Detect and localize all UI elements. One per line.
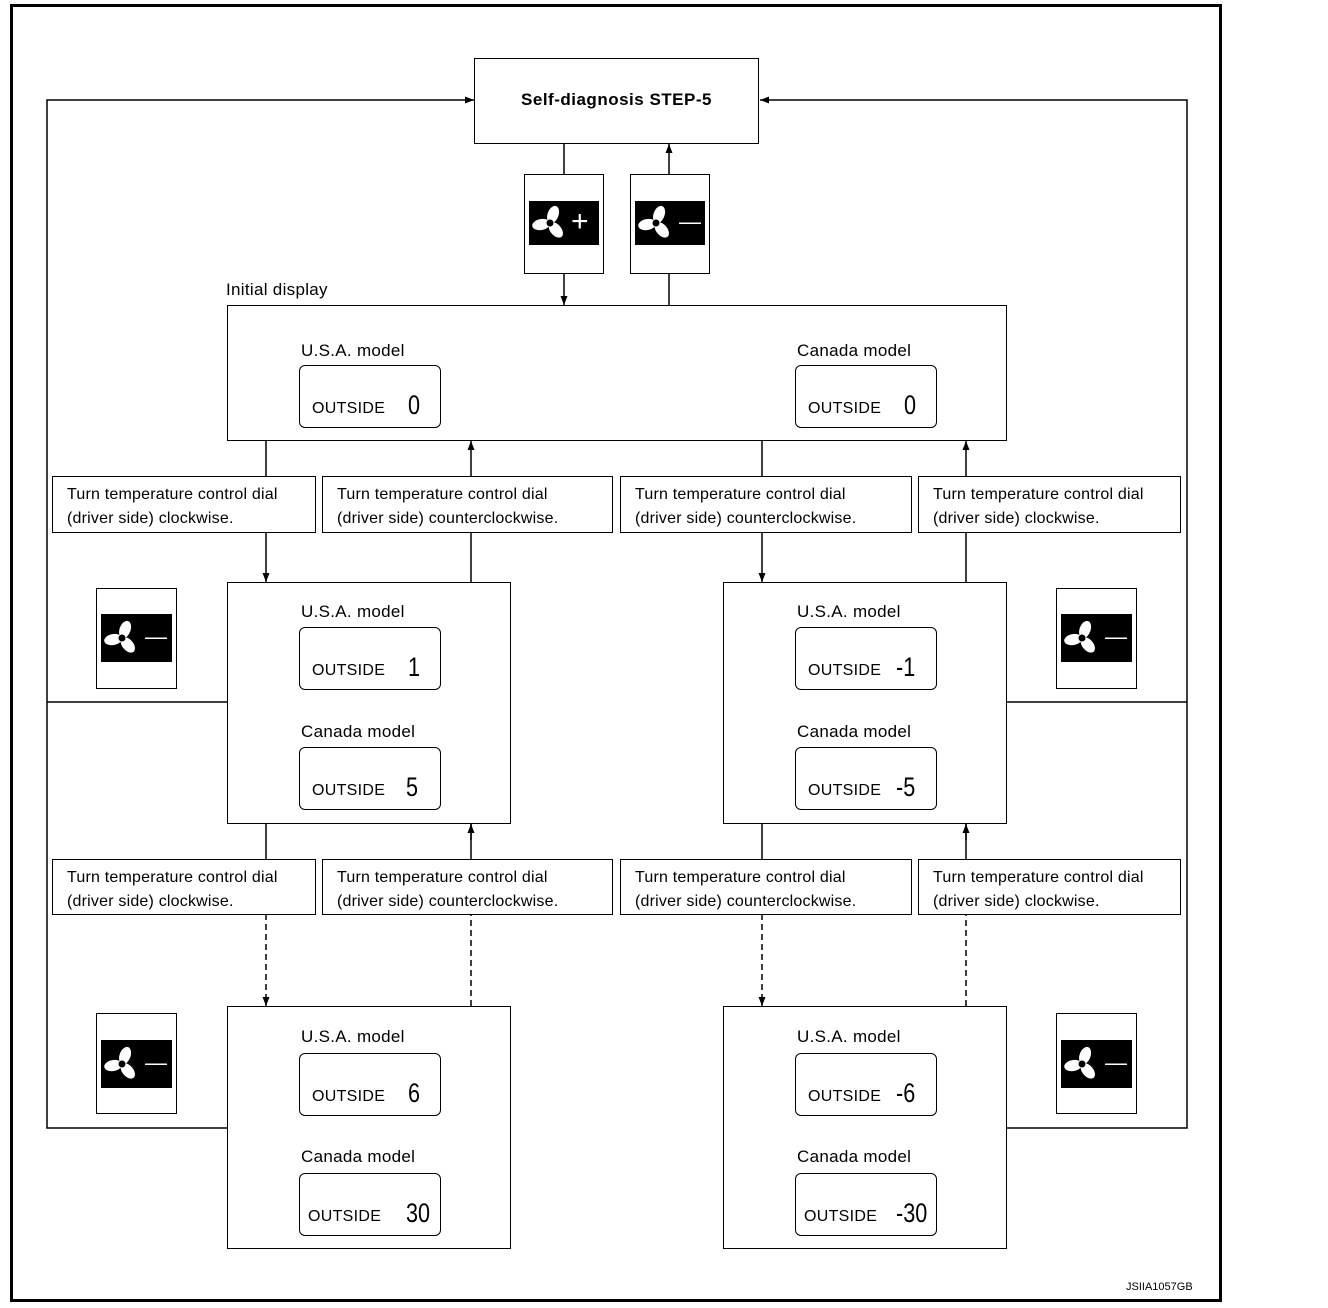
canada-outside-display: OUTSIDE 0: [795, 365, 937, 428]
instruction-cw-left-1: Turn temperature control dial(driver sid…: [52, 476, 316, 533]
figure-code: JSIIA1057GB: [1126, 1281, 1193, 1293]
usa-outside-display: OUTSIDE 0: [299, 365, 441, 428]
right-bottom-box: U.S.A. model OUTSIDE -6 Canada model OUT…: [723, 1006, 1007, 1249]
outside-value: 0: [408, 390, 421, 420]
outside-value: -1: [896, 652, 916, 682]
outside-label: OUTSIDE: [804, 1208, 878, 1225]
fan-minus-switch-right-bottom[interactable]: —: [1056, 1013, 1137, 1114]
fan-minus-switch-top[interactable]: —: [630, 174, 710, 274]
instruction-cw-right-1: Turn temperature control dial(driver sid…: [918, 476, 1181, 533]
fan-icon: [104, 620, 135, 653]
fan-icon: [1064, 1046, 1095, 1079]
instruction-cw-left-2: Turn temperature control dial(driver sid…: [52, 859, 316, 915]
fan-icon: [638, 205, 669, 238]
outside-label: OUTSIDE: [312, 662, 386, 679]
outside-label: OUTSIDE: [308, 1208, 382, 1225]
outside-value: -30: [896, 1198, 928, 1228]
canada-model-label: Canada model: [301, 1147, 416, 1166]
outside-label: OUTSIDE: [808, 1088, 882, 1105]
fan-minus-switch-left-mid[interactable]: —: [96, 588, 177, 689]
outside-value: 30: [406, 1198, 431, 1228]
usa-model-label: U.S.A. model: [797, 1027, 901, 1046]
instruction-ccw-right-1: Turn temperature control dial(driver sid…: [620, 476, 912, 533]
minus-sign: —: [145, 624, 167, 649]
canada-outside-display: OUTSIDE 5: [299, 747, 441, 810]
outside-label: OUTSIDE: [312, 782, 386, 799]
instruction-ccw-left-2: Turn temperature control dial(driver sid…: [322, 859, 613, 915]
outside-label: OUTSIDE: [312, 1088, 386, 1105]
canada-outside-display: OUTSIDE 30: [299, 1173, 441, 1236]
instruction-ccw-left-1: Turn temperature control dial(driver sid…: [322, 476, 613, 533]
fan-icon: [532, 205, 563, 238]
usa-outside-display: OUTSIDE 1: [299, 627, 441, 690]
usa-model-label: U.S.A. model: [301, 602, 405, 621]
outside-value: 5: [406, 772, 419, 802]
left-bottom-box: U.S.A. model OUTSIDE 6 Canada model OUTS…: [227, 1006, 511, 1249]
minus-sign: —: [1105, 624, 1127, 649]
canada-model-label: Canada model: [797, 341, 912, 360]
canada-model-label: Canada model: [301, 722, 416, 741]
figure-frame: [10, 4, 1222, 1302]
fan-minus-switch-right-mid[interactable]: —: [1056, 588, 1137, 689]
canada-outside-display: OUTSIDE -5: [795, 747, 937, 810]
outside-value: 1: [408, 652, 421, 682]
usa-model-label: U.S.A. model: [301, 341, 405, 360]
plus-sign: +: [571, 205, 589, 238]
self-diagnosis-box: Self-diagnosis STEP-5: [474, 58, 759, 144]
usa-model-label: U.S.A. model: [797, 602, 901, 621]
fan-icon: [1064, 620, 1095, 653]
canada-outside-display: OUTSIDE -30: [795, 1173, 937, 1236]
initial-display-label: Initial display: [226, 280, 328, 299]
self-diagnosis-title: Self-diagnosis STEP-5: [521, 90, 712, 109]
fan-plus-switch[interactable]: +: [524, 174, 604, 274]
outside-value: 0: [904, 390, 917, 420]
minus-sign: —: [679, 209, 701, 234]
initial-display-box: U.S.A. model OUTSIDE 0 Canada model OUTS…: [227, 305, 1007, 441]
canada-model-label: Canada model: [797, 1147, 912, 1166]
canada-model-label: Canada model: [797, 722, 912, 741]
fan-minus-switch-left-bottom[interactable]: —: [96, 1013, 177, 1114]
outside-label: OUTSIDE: [808, 662, 882, 679]
minus-sign: —: [1105, 1050, 1127, 1075]
instruction-cw-right-2: Turn temperature control dial(driver sid…: [918, 859, 1181, 915]
outside-value: -5: [896, 772, 916, 802]
outside-value: 6: [408, 1078, 421, 1108]
outside-value: -6: [896, 1078, 916, 1108]
outside-label: OUTSIDE: [808, 400, 882, 417]
usa-outside-display: OUTSIDE 6: [299, 1053, 441, 1116]
right-mid-box: U.S.A. model OUTSIDE -1 Canada model OUT…: [723, 582, 1007, 824]
outside-label: OUTSIDE: [312, 400, 386, 417]
minus-sign: —: [145, 1050, 167, 1075]
usa-model-label: U.S.A. model: [301, 1027, 405, 1046]
usa-outside-display: OUTSIDE -6: [795, 1053, 937, 1116]
instruction-ccw-right-2: Turn temperature control dial(driver sid…: [620, 859, 912, 915]
usa-outside-display: OUTSIDE -1: [795, 627, 937, 690]
fan-icon: [104, 1046, 135, 1079]
outside-label: OUTSIDE: [808, 782, 882, 799]
left-mid-box: U.S.A. model OUTSIDE 1 Canada model OUTS…: [227, 582, 511, 824]
